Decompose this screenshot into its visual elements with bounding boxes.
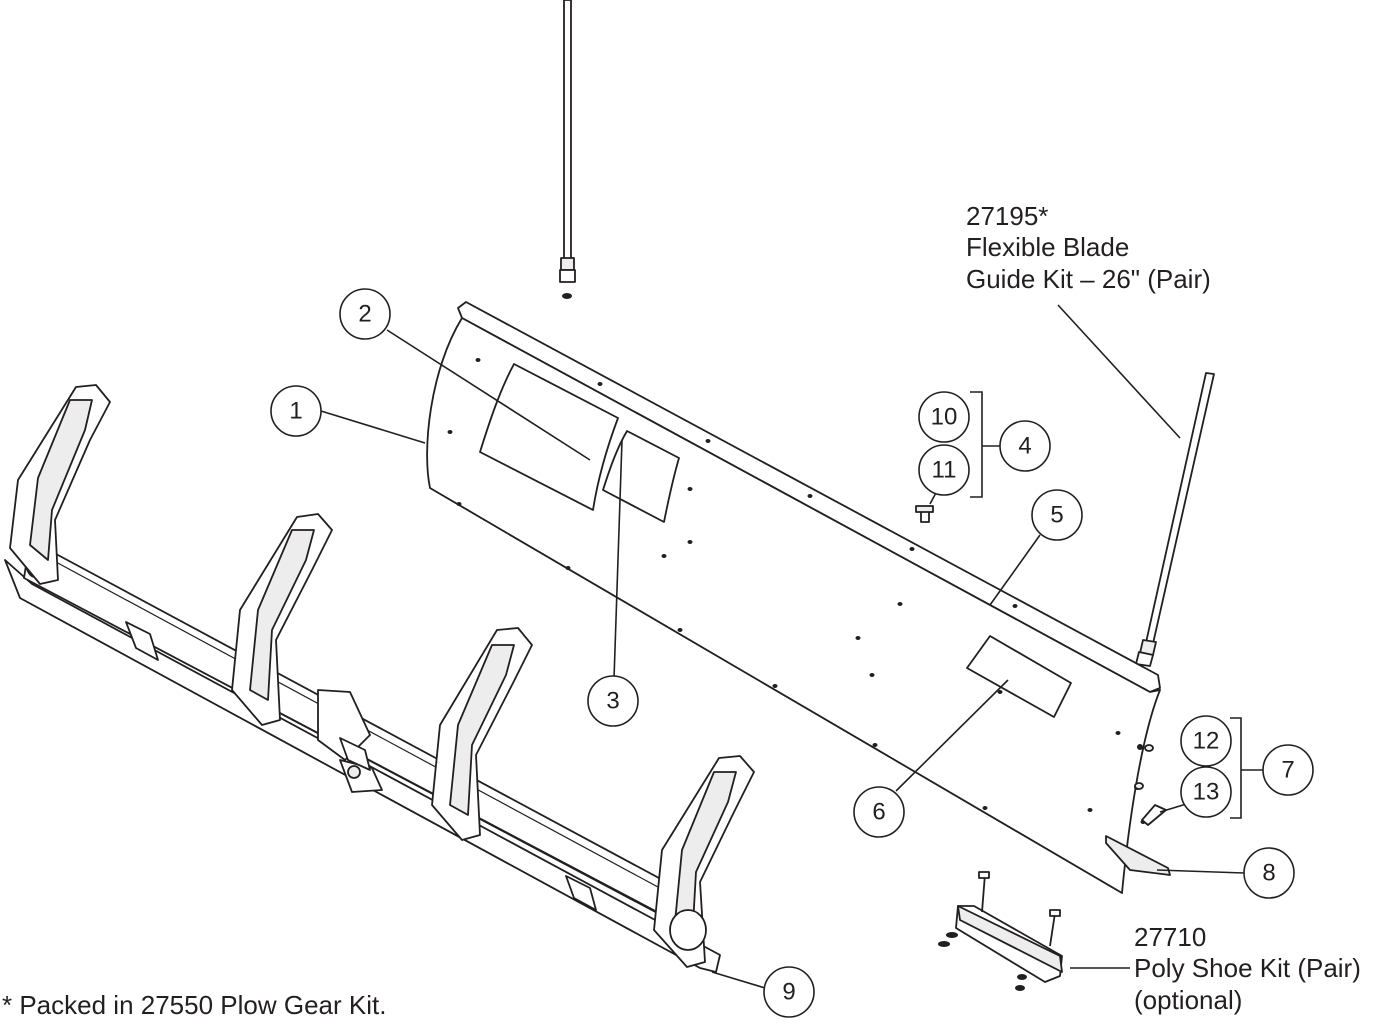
callout-1: 1 [270, 385, 322, 437]
callout-2-label: 2 [358, 301, 371, 328]
decal-2 [479, 363, 619, 511]
callout-2: 2 [339, 288, 391, 340]
callout-1-label: 1 [289, 398, 302, 425]
callout-4-label: 4 [1018, 433, 1031, 460]
guide-kit-label: 27195* Flexible Blade Guide Kit – 26" (P… [966, 201, 1211, 294]
callout-7: 7 [1262, 744, 1314, 796]
bolt-10-11 [915, 505, 934, 523]
poly-shoe-name: Poly Shoe Kit (Pair) [1134, 953, 1361, 983]
callout-8-label: 8 [1262, 860, 1275, 887]
callout-10-label: 10 [931, 404, 958, 431]
callout-9-label: 9 [782, 979, 795, 1006]
callout-13: 13 [1180, 766, 1232, 818]
callout-5: 5 [1031, 489, 1083, 541]
callout-12-label: 12 [1193, 728, 1220, 755]
callout-3-label: 3 [606, 688, 619, 715]
blade-guide-rod-right [1135, 372, 1215, 679]
callout-10: 10 [918, 391, 970, 443]
blade-guide-rod-left [559, 0, 576, 299]
callout-9: 9 [763, 966, 815, 1018]
guide-kit-name: Flexible Blade [966, 232, 1129, 262]
callout-8: 8 [1243, 847, 1295, 899]
callout-11-label: 11 [932, 457, 957, 484]
callout-3: 3 [587, 675, 639, 727]
guide-kit-part-number: 27195* [966, 201, 1048, 231]
callout-13-label: 13 [1193, 779, 1220, 806]
poly-shoe-optional: (optional) [1134, 985, 1242, 1015]
moldboard-blade [426, 301, 1171, 894]
bolts-12-13 [1134, 744, 1167, 826]
footnote: * Packed in 27550 Plow Gear Kit. [2, 990, 386, 1020]
callout-6-label: 6 [872, 799, 885, 826]
guide-kit-size: Guide Kit – 26" (Pair) [966, 264, 1211, 294]
poly-shoe-part-number: 27710 [1134, 922, 1206, 952]
callout-6: 6 [853, 786, 905, 838]
callout-12: 12 [1180, 715, 1232, 767]
callout-4: 4 [999, 420, 1051, 472]
poly-shoe-label: 27710 Poly Shoe Kit (Pair) (optional) [1134, 922, 1361, 1015]
callout-11: 11 [918, 444, 970, 496]
callout-7-label: 7 [1281, 757, 1294, 784]
callout-5-label: 5 [1050, 502, 1063, 529]
plow-frame [4, 384, 755, 973]
decal-6 [966, 635, 1072, 718]
leader-lines [320, 304, 1263, 989]
poly-shoe [938, 871, 1063, 991]
